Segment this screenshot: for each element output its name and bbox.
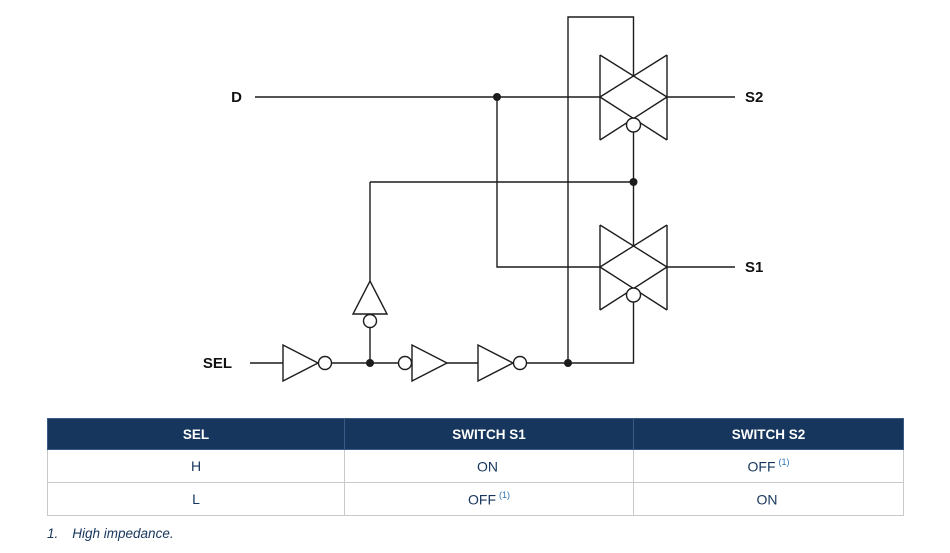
cell-s1-state: ON xyxy=(344,449,634,483)
transmission-gate-s2 xyxy=(599,54,668,141)
header-switch-s1: SWITCH S1 xyxy=(344,418,634,450)
footnote-number: 1. xyxy=(47,526,59,541)
label-s1: S1 xyxy=(745,259,763,276)
cell-sel-l: L xyxy=(47,482,345,516)
table-header-row: SEL SWITCH S1 SWITCH S2 xyxy=(47,418,904,450)
inverter-triangle xyxy=(411,343,449,383)
label-d: D xyxy=(231,89,242,106)
analog-switch-schematic: D S2 S1 SEL xyxy=(203,16,763,383)
switch-state: OFF xyxy=(747,458,776,475)
switch-state: ON xyxy=(756,491,778,508)
header-sel: SEL xyxy=(47,418,345,450)
cell-s1-state: OFF(1) xyxy=(344,482,634,516)
header-switch-s2-label: SWITCH S2 xyxy=(731,426,806,442)
label-sel: SEL xyxy=(203,355,232,372)
mid-control-net xyxy=(370,132,638,246)
table-row: H ON OFF(1) xyxy=(47,449,904,483)
sel-input-net xyxy=(250,182,528,383)
inverter-triangle xyxy=(282,343,320,383)
inversion-bubble xyxy=(625,287,642,303)
inverter-3 xyxy=(477,343,528,383)
sel-value: L xyxy=(192,491,200,507)
cell-s2-state: OFF(1) xyxy=(633,449,904,483)
switch-state: OFF xyxy=(468,491,496,508)
inverter-triangle xyxy=(351,279,389,315)
header-switch-s2: SWITCH S2 xyxy=(633,418,904,450)
cell-s2-state: ON xyxy=(633,482,904,516)
inverter-1 xyxy=(282,343,333,383)
inversion-bubble xyxy=(625,117,642,133)
inverter-2 xyxy=(397,343,449,383)
inversion-bubble xyxy=(397,355,413,371)
d-input-net xyxy=(255,93,600,268)
footnote: 1. High impedance. xyxy=(47,526,174,541)
switch-state: ON xyxy=(477,458,498,475)
cell-sel-h: H xyxy=(47,449,345,483)
sel-value: H xyxy=(190,458,202,474)
header-switch-s1-label: SWITCH S1 xyxy=(452,426,526,442)
footnote-ref: (1) xyxy=(499,489,510,500)
inversion-bubble xyxy=(512,355,528,371)
inverter-up xyxy=(351,182,389,363)
label-s2: S2 xyxy=(745,89,763,106)
inversion-bubble xyxy=(362,313,378,329)
footnote-ref: (1) xyxy=(778,456,790,467)
header-sel-label: SEL xyxy=(182,426,210,442)
inversion-bubble xyxy=(317,355,333,371)
table-row: L OFF(1) ON xyxy=(47,482,904,516)
s1-bottom-control-net xyxy=(526,302,635,364)
footnote-text: High impedance. xyxy=(72,526,174,541)
function-table: SEL SWITCH S1 SWITCH S2 H ON OFF(1) L OF… xyxy=(47,418,904,516)
inverter-triangle xyxy=(477,343,515,383)
